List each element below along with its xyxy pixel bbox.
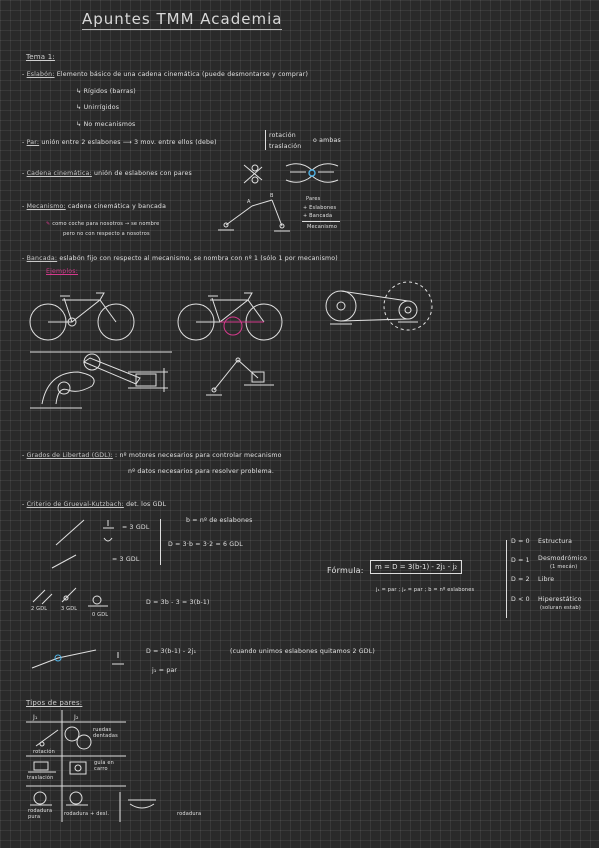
case-d0-name: Estructura: [538, 538, 573, 545]
mecanismo-side-1: Pares: [306, 196, 321, 202]
mecanismo-line: - Mecanismo: cadena cinemática y bancada: [22, 203, 167, 210]
pares-cell-rodadura: rodadura: [177, 811, 202, 817]
case-d2-name: Libre: [538, 576, 555, 583]
arrows-sketch: [103, 520, 114, 542]
gruebler-line: - Criterio de Grueval-Kutzbach: det. los…: [22, 501, 167, 508]
eslabon-line: - Eslabón: Elemento básico de una cadena…: [22, 71, 309, 78]
formula-box: m = D = 3(b-1) - 2j₁ - j₂: [370, 560, 463, 574]
mecanismo-note-2: pero no con respecto a nosotros: [63, 231, 150, 237]
joint-sketch: [285, 163, 339, 183]
mecanismo-side-4: Mecanismo: [307, 224, 338, 230]
case-d3-name: Hiperestático: [538, 596, 582, 603]
gruebler-eq4: D = 3(b-1) - 2j₁: [146, 648, 197, 655]
pares-cell-rotacion: rotación: [33, 749, 55, 755]
pares-col2: J₂: [74, 714, 79, 721]
pares-cell-traslacion: traslación: [27, 775, 54, 781]
pares-grid: [26, 710, 156, 822]
gdl-def-2: nº datos necesarios para resolver proble…: [128, 468, 275, 475]
case-d0: D = 0: [511, 538, 530, 545]
crank-slider-sketch: [206, 357, 274, 396]
link-sketch-1: [51, 519, 85, 569]
eslabon-def: Elemento básico de una cadena cinemática…: [56, 71, 309, 78]
gdl-label-1: 2 GDL: [31, 606, 48, 612]
scissors-icon: [243, 164, 263, 184]
mecanismo-side-line: [302, 221, 340, 222]
belt-sketch: [325, 281, 433, 331]
pares-col1: J₁: [33, 714, 38, 721]
gdl-line: - Grados de Libertad (GDL): : nº motores…: [22, 452, 282, 459]
mecanismo-side-2: + Eslabones: [303, 205, 337, 211]
par-ambas: o ambas: [313, 137, 341, 144]
gruebler-eq4-note: (cuando unimos eslabones quitamos 2 GDL): [230, 648, 375, 655]
gruebler-eq1: = 3 GDL: [122, 524, 150, 531]
mecanismo-letter-a: A: [247, 199, 251, 205]
formula-label: Fórmula:: [327, 566, 364, 575]
bancada-ejemplos: Ejemplos:: [46, 268, 79, 275]
page-title: Apuntes TMM Academia: [82, 10, 283, 30]
engine-sketch: [30, 351, 172, 409]
eslabon-label: Eslabón:: [26, 71, 55, 78]
gruebler-eq3: D = 3b - 3 = 3(b-1): [146, 599, 210, 606]
formula-note: j₁ = par ; j₂ = par ; b = nº eslabones: [376, 587, 475, 593]
case-d3: D < 0: [511, 596, 530, 603]
par-rotacion: rotación: [269, 132, 296, 139]
case-d1-extra: (1 mecán): [550, 564, 578, 570]
case-d1-name: Desmodrómico: [538, 555, 588, 562]
eslabon-type-1: ↳ Rígidos (barras): [76, 88, 136, 95]
pares-cell-guia: guía en carro: [94, 760, 115, 772]
par-divider: [265, 130, 266, 150]
pares-cell-ruedas: ruedas dentadas: [93, 727, 118, 739]
small-links-sketch: [32, 587, 108, 607]
gdl-label-3: 0 GDL: [92, 612, 109, 618]
joined-links-sketch: [31, 649, 124, 669]
bancada-line: - Bancada: eslabón fijo con respecto al …: [22, 255, 338, 262]
pares-cell-rodadura-pura: rodadura pura: [28, 808, 53, 820]
cases-brace: [506, 540, 507, 618]
mecanismo-letter-b: B: [270, 193, 274, 199]
eslabon-type-3: ↳ No mecanismos: [76, 121, 136, 128]
section-tema: Tema 1:: [26, 53, 55, 61]
case-d2: D = 2: [511, 576, 530, 583]
mecanismo-note-1: ✎ como coche para nosotros → se nombre: [46, 221, 160, 227]
four-bar-sketch: [218, 199, 290, 232]
gdl-label-2: 3 GDL: [61, 606, 78, 612]
gruebler-bdef: b = nº de eslabones: [186, 517, 253, 524]
par-traslacion: traslación: [269, 143, 302, 150]
gruebler-eq2: = 3 GDL: [112, 556, 140, 563]
bike-sketch-2: [177, 292, 283, 341]
cadena-line: - Cadena cinemática: unión de eslabones …: [22, 170, 192, 177]
case-d1: D = 1: [511, 557, 530, 564]
par-line: - Par: unión entre 2 eslabones ⟶ 3 mov. …: [22, 139, 217, 146]
gruebler-j1: j₁ = par: [152, 667, 178, 674]
gruebler-eqd: D = 3·b = 3·2 = 6 GDL: [168, 541, 243, 548]
gruebler-brace: [160, 519, 161, 565]
eslabon-type-2: ↳ Unirrígidos: [76, 104, 120, 111]
pares-cell-rodadura-desl: rodadura + desl.: [64, 811, 110, 817]
case-d3-extra: (soluran estab): [540, 605, 581, 611]
pares-label: Tipos de pares:: [26, 699, 83, 707]
mecanismo-side-3: + Bancada: [303, 213, 333, 219]
bike-sketch-1: [29, 292, 135, 341]
